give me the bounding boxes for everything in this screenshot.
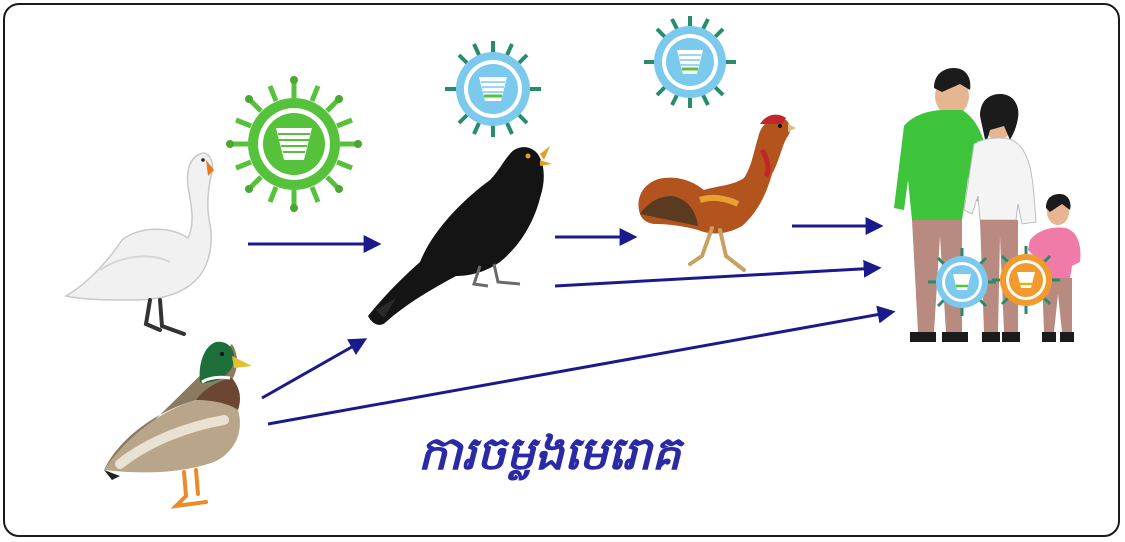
virus-icon-green [226,76,362,212]
mallard-duck-icon [104,342,252,506]
arrow-duck-to-family [268,312,892,424]
family-icon [894,68,1080,342]
caption-title: ការចម្លងមេរោគ [418,418,718,488]
virus-icon-on-family-orange [992,246,1060,314]
swan-icon [66,153,214,334]
virus-icon-blue-small [644,16,736,108]
virus-icon-blue [445,41,541,137]
arrow-duck-to-blackbird [262,340,364,398]
rooster-icon [638,115,796,270]
arrow-blackbird-to-family [555,268,878,286]
virus-icon-on-family-blue [928,248,996,316]
blackbird-icon [368,146,552,325]
